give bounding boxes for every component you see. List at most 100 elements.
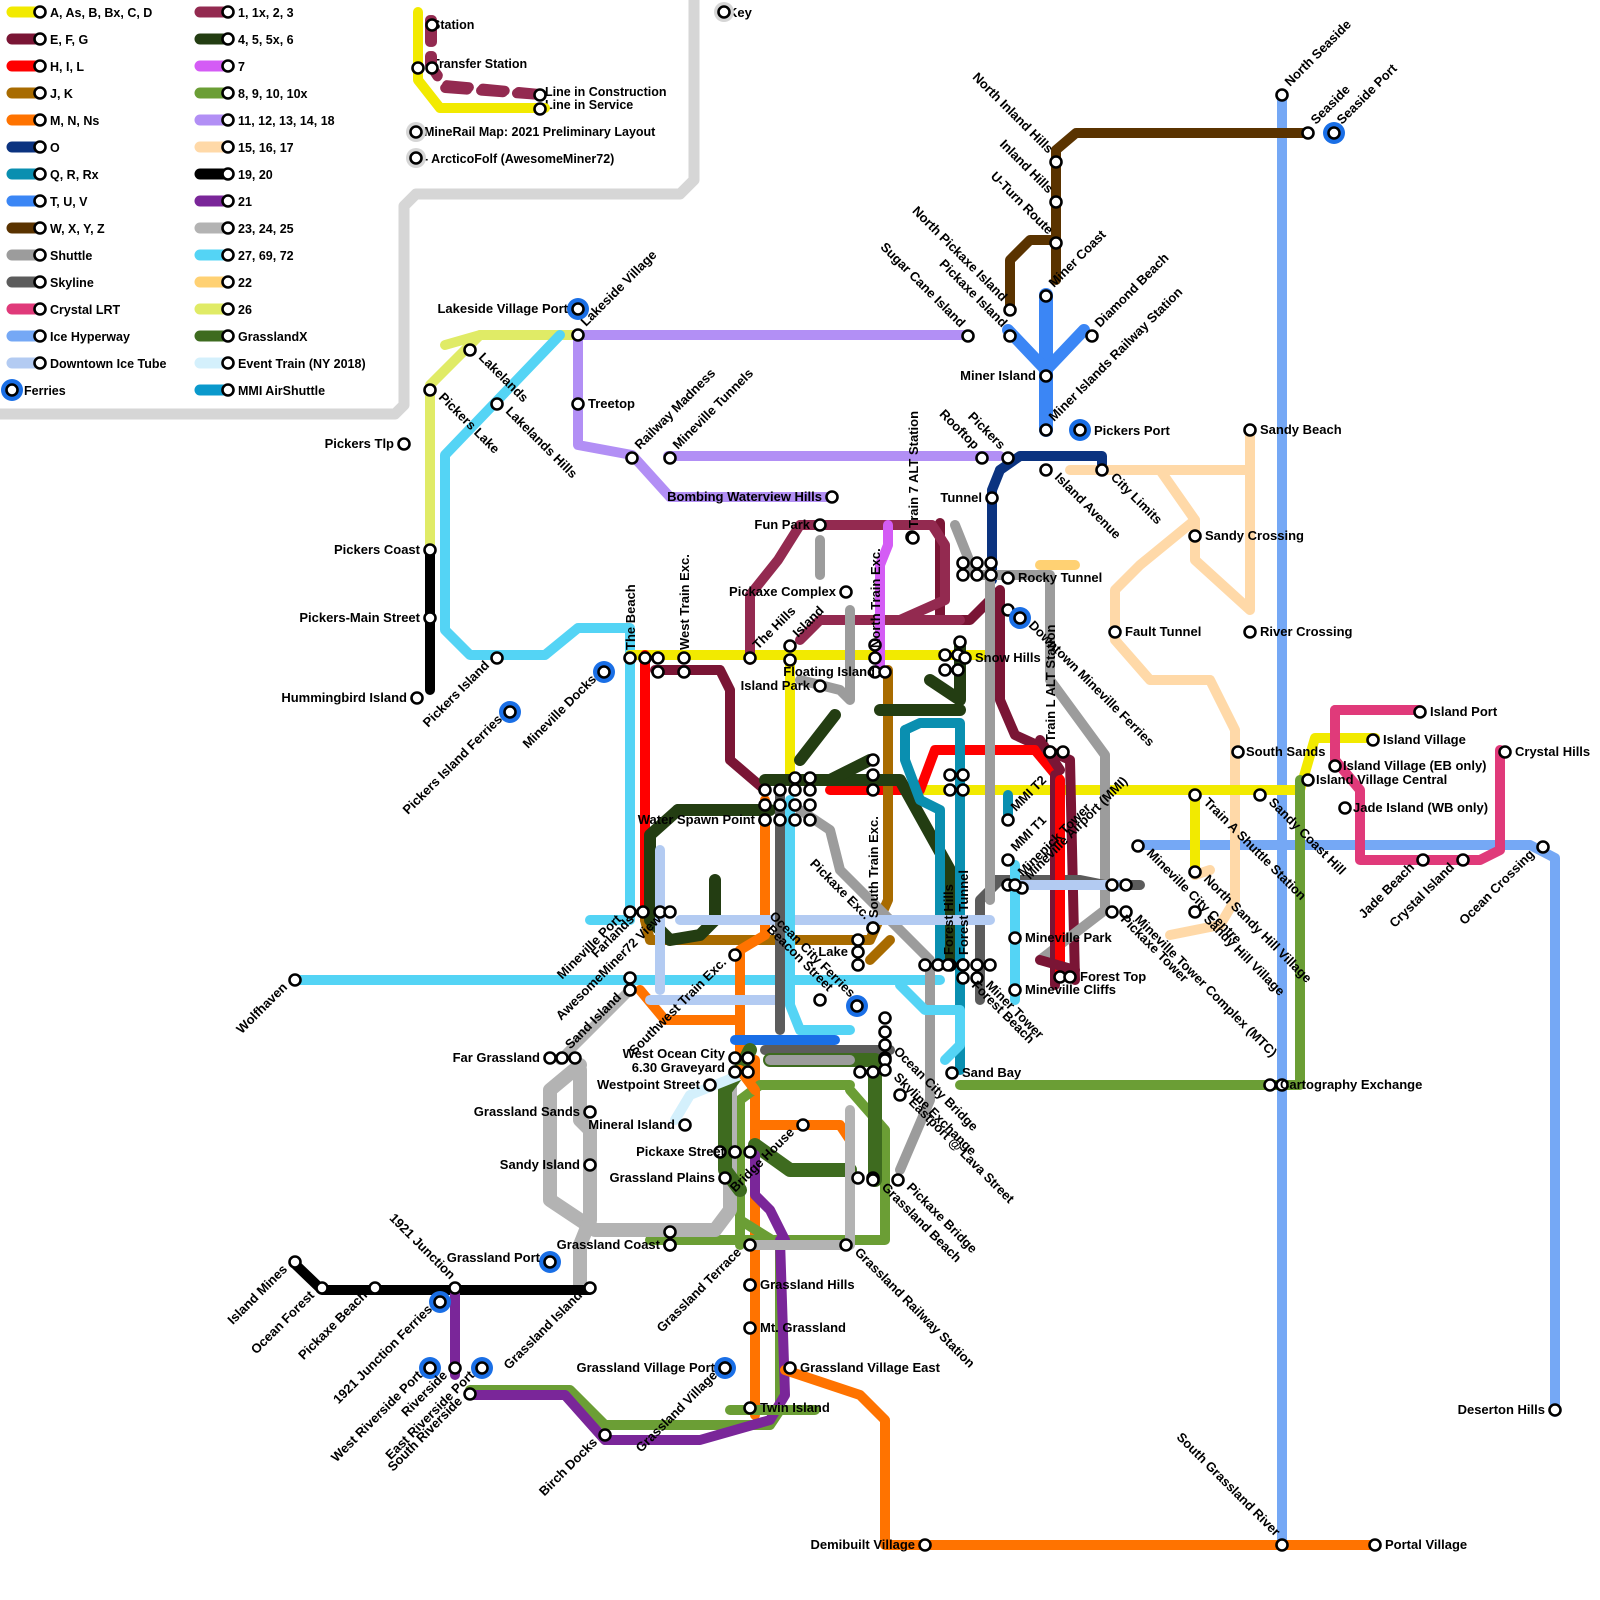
station-marker[interactable] (1003, 573, 1014, 584)
station-marker[interactable] (290, 1257, 301, 1268)
station-marker[interactable] (745, 1240, 756, 1251)
station-marker[interactable] (880, 667, 891, 678)
transfer-dot[interactable] (805, 773, 816, 784)
transfer-dot[interactable] (972, 960, 983, 971)
station-marker[interactable] (625, 653, 636, 664)
station-marker[interactable] (841, 587, 852, 598)
station-marker[interactable] (492, 653, 503, 664)
station-marker[interactable] (1041, 465, 1052, 476)
transfer-dot[interactable] (557, 1053, 568, 1064)
station-marker[interactable] (987, 493, 998, 504)
station-marker[interactable] (730, 1147, 741, 1158)
station-marker[interactable] (1329, 128, 1340, 139)
transfer-dot[interactable] (853, 960, 864, 971)
station-marker[interactable] (1190, 531, 1201, 542)
station-marker[interactable] (1303, 775, 1314, 786)
station-marker[interactable] (908, 533, 919, 544)
station-marker[interactable] (977, 453, 988, 464)
station-marker[interactable] (1003, 815, 1014, 826)
transfer-dot[interactable] (958, 770, 969, 781)
station-marker[interactable] (841, 1240, 852, 1251)
station-marker[interactable] (760, 815, 771, 826)
transfer-dot[interactable] (880, 1027, 891, 1038)
transfer-dot[interactable] (790, 785, 801, 796)
transfer-dot[interactable] (955, 637, 966, 648)
station-marker[interactable] (435, 1297, 446, 1308)
transfer-dot[interactable] (760, 785, 771, 796)
station-marker[interactable] (798, 1120, 809, 1131)
station-marker[interactable] (1265, 1080, 1276, 1091)
station-marker[interactable] (545, 1257, 556, 1268)
transfer-dot[interactable] (743, 1067, 754, 1078)
transfer-dot[interactable] (868, 770, 879, 781)
transfer-dot[interactable] (985, 960, 996, 971)
transfer-dot[interactable] (775, 815, 786, 826)
station-marker[interactable] (680, 1120, 691, 1131)
transfer-dot[interactable] (855, 1067, 866, 1078)
station-marker[interactable] (477, 1363, 488, 1374)
station-marker[interactable] (730, 1053, 741, 1064)
transfer-dot[interactable] (805, 800, 816, 811)
station-marker[interactable] (465, 1389, 476, 1400)
station-marker[interactable] (1415, 707, 1426, 718)
station-marker[interactable] (1303, 128, 1314, 139)
station-marker[interactable] (1277, 1540, 1288, 1551)
station-marker[interactable] (1041, 425, 1052, 436)
station-marker[interactable] (1418, 855, 1429, 866)
station-marker[interactable] (745, 1280, 756, 1291)
station-marker[interactable] (943, 960, 954, 971)
station-marker[interactable] (1051, 238, 1062, 249)
station-marker[interactable] (745, 1323, 756, 1334)
station-marker[interactable] (1045, 747, 1056, 758)
station-marker[interactable] (1368, 735, 1379, 746)
station-marker[interactable] (412, 693, 423, 704)
station-marker[interactable] (450, 1363, 461, 1374)
station-marker[interactable] (1340, 803, 1351, 814)
station-marker[interactable] (853, 947, 864, 958)
station-marker[interactable] (815, 681, 826, 692)
transfer-dot[interactable] (775, 800, 786, 811)
station-marker[interactable] (465, 345, 476, 356)
transfer-dot[interactable] (958, 570, 969, 581)
station-marker[interactable] (425, 545, 436, 556)
transfer-dot[interactable] (653, 667, 664, 678)
station-marker[interactable] (1003, 453, 1014, 464)
transfer-dot[interactable] (853, 1173, 864, 1184)
station-marker[interactable] (573, 330, 584, 341)
transfer-dot[interactable] (880, 1040, 891, 1051)
station-marker[interactable] (868, 1175, 879, 1186)
station-marker[interactable] (625, 985, 636, 996)
transfer-dot[interactable] (760, 800, 771, 811)
station-marker[interactable] (815, 995, 826, 1006)
station-marker[interactable] (1133, 841, 1144, 852)
station-marker[interactable] (585, 1107, 596, 1118)
station-marker[interactable] (1065, 972, 1076, 983)
station-marker[interactable] (665, 453, 676, 464)
transfer-dot[interactable] (853, 935, 864, 946)
station-marker[interactable] (1538, 842, 1549, 853)
station-marker[interactable] (1075, 425, 1086, 436)
station-marker[interactable] (1005, 331, 1016, 342)
station-marker[interactable] (880, 1065, 891, 1076)
transfer-dot[interactable] (868, 1067, 879, 1078)
transfer-dot[interactable] (868, 785, 879, 796)
station-marker[interactable] (573, 399, 584, 410)
station-marker[interactable] (370, 1283, 381, 1294)
transfer-dot[interactable] (880, 1013, 891, 1024)
station-marker[interactable] (600, 1430, 611, 1441)
station-marker[interactable] (730, 1067, 741, 1078)
station-marker[interactable] (745, 653, 756, 664)
station-marker[interactable] (827, 492, 838, 503)
transfer-dot[interactable] (945, 785, 956, 796)
station-marker[interactable] (730, 950, 741, 961)
station-marker[interactable] (920, 1540, 931, 1551)
station-marker[interactable] (1107, 907, 1118, 918)
station-marker[interactable] (1110, 627, 1121, 638)
station-marker[interactable] (720, 1363, 731, 1374)
station-marker[interactable] (450, 1283, 461, 1294)
station-marker[interactable] (1255, 790, 1266, 801)
station-marker[interactable] (1051, 157, 1062, 168)
station-marker[interactable] (870, 653, 881, 664)
station-marker[interactable] (425, 613, 436, 624)
station-marker[interactable] (1330, 761, 1341, 772)
